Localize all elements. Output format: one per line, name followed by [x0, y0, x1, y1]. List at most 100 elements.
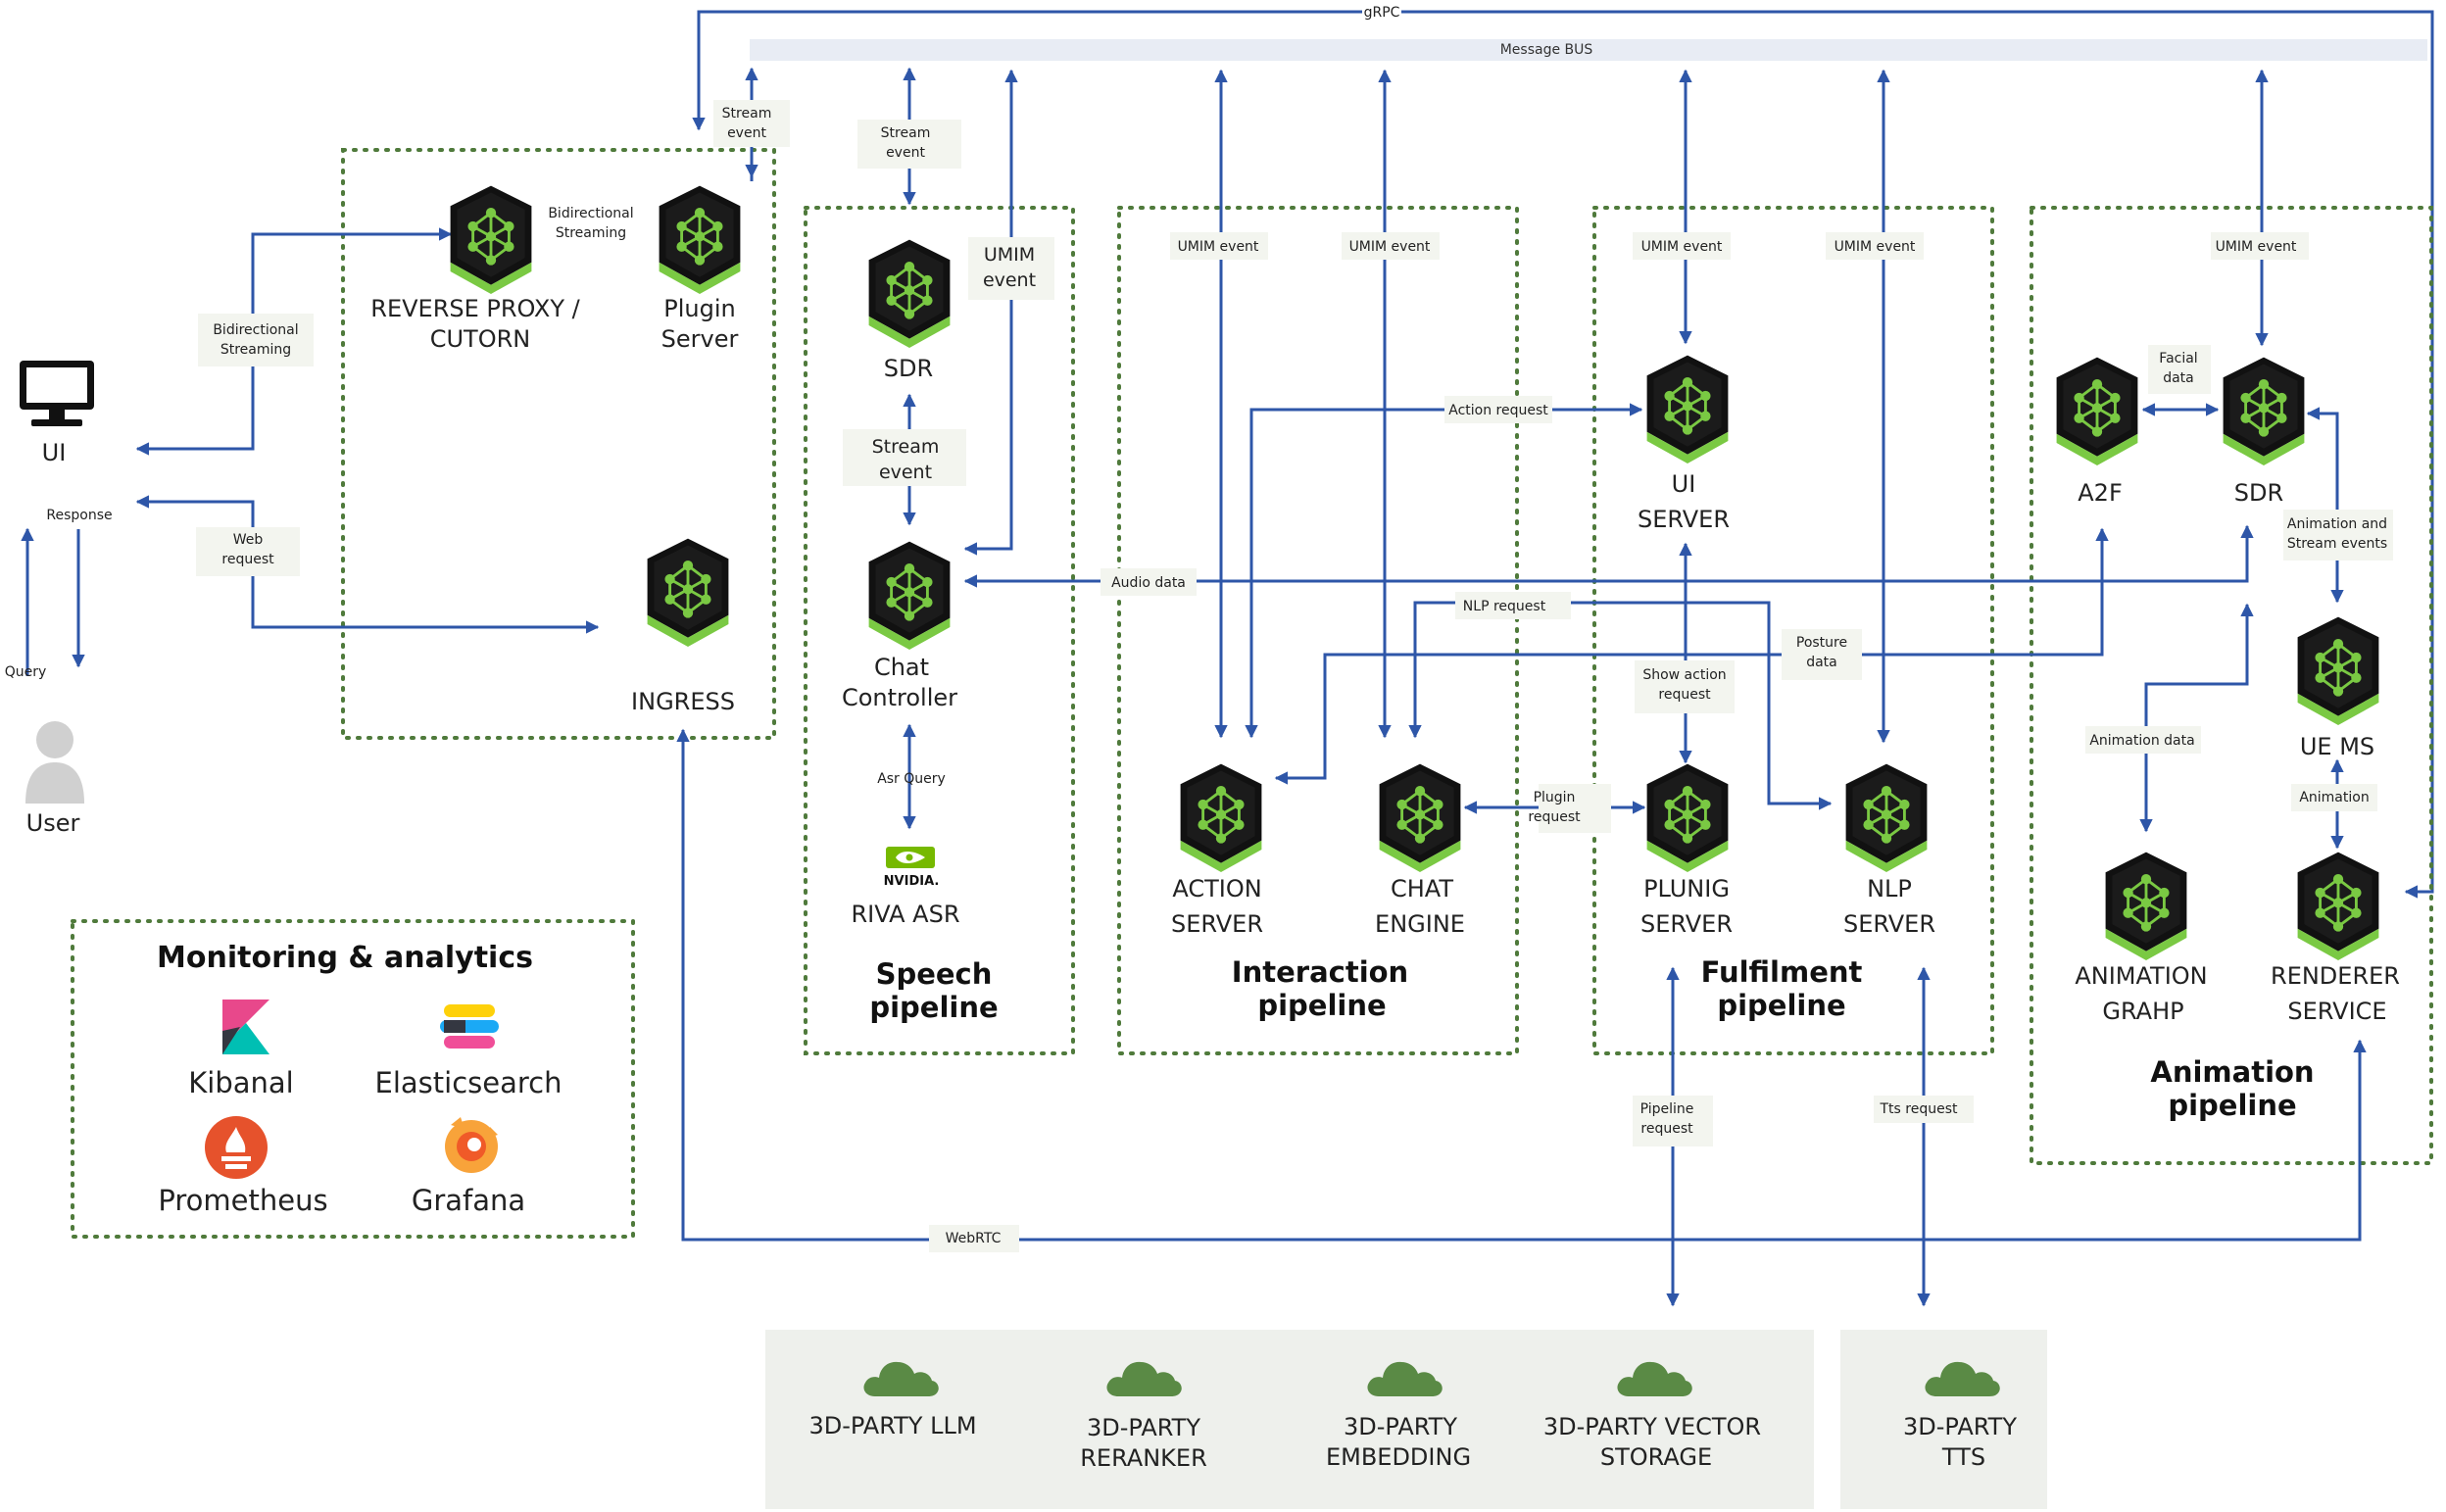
speech-title-2: pipeline	[869, 991, 998, 1024]
posture-data-label-2: data	[1806, 655, 1837, 670]
plugin-server-node-icon[interactable]	[658, 184, 742, 294]
reranker-label-2: RERANKER	[1080, 1444, 1207, 1472]
edge-animation-data	[2139, 603, 2254, 833]
third-party-panel-1	[765, 1330, 1814, 1509]
monitoring-group	[71, 919, 635, 1239]
animation-sdr-label: SDR	[2234, 479, 2283, 507]
plunig-server-label-1: PLUNIG	[1643, 875, 1730, 902]
interaction-umim-label-2: UMIM event	[1349, 239, 1431, 255]
chat-controller-label-2: Controller	[842, 684, 957, 711]
reverse-proxy-node-icon[interactable]	[449, 184, 533, 294]
speech-umim-label-2: event	[983, 269, 1036, 291]
chat-engine-label-2: ENGINE	[1375, 910, 1465, 938]
elasticsearch-label: Elasticsearch	[375, 1066, 563, 1099]
ui-label: UI	[42, 439, 67, 466]
edge-action-request	[1245, 403, 1643, 739]
llm-label: 3D-PARTY LLM	[808, 1412, 976, 1439]
plugin-server-label-2: Server	[661, 325, 739, 353]
a2f-node-icon[interactable]	[2055, 356, 2139, 465]
gateway-bidir-label-2: Streaming	[556, 225, 626, 241]
client-bidir-label-2: Streaming	[220, 342, 291, 358]
vector-storage-label-2: STORAGE	[1600, 1443, 1712, 1471]
monitoring-title: Monitoring & analytics	[157, 941, 533, 975]
nlp-server-node-icon[interactable]	[1844, 762, 1929, 872]
ue-ms-label: UE MS	[2300, 733, 2374, 760]
grafana-label: Grafana	[412, 1184, 525, 1217]
ui-server-label-2: SERVER	[1638, 506, 1730, 533]
animation-graph-label-2: GRAHP	[2102, 998, 2183, 1025]
client-bidir-label-1: Bidirectional	[213, 322, 298, 338]
edge-umim-chat-controller	[963, 69, 1018, 556]
edge-animation-stream-events	[2306, 407, 2344, 604]
webrtc-label: WebRTC	[946, 1231, 1002, 1246]
monitor-icon[interactable]	[20, 361, 94, 426]
speech-stream-label-mid-1: Stream	[872, 436, 940, 458]
ingress-label: INGRESS	[631, 688, 735, 715]
plunig-server-node-icon[interactable]	[1645, 762, 1730, 872]
fulfilment-title-1: Fulfilment	[1701, 955, 1863, 989]
interaction-title-2: pipeline	[1257, 989, 1386, 1022]
anim-stream-label-2: Stream events	[2287, 536, 2387, 552]
speech-pipeline-group	[804, 206, 1075, 1055]
nlp-request-label: NLP request	[1463, 599, 1546, 614]
animation-sdr-node-icon[interactable]	[2222, 356, 2306, 465]
gateway-stream-label-2: event	[727, 125, 766, 141]
renderer-service-label-2: SERVICE	[2287, 998, 2386, 1025]
renderer-service-node-icon[interactable]	[2296, 851, 2380, 960]
asr-query-label: Asr Query	[877, 771, 946, 787]
user-label: User	[26, 809, 80, 837]
message-bus-label: Message BUS	[1500, 42, 1593, 58]
grpc-connection: gRPC	[692, 5, 2434, 899]
chat-controller-node-icon[interactable]	[867, 540, 952, 650]
nvidia-logo-icon	[886, 847, 935, 868]
nlp-server-label-1: NLP	[1867, 875, 1912, 902]
edge-webrtc	[676, 728, 2367, 1242]
nvidia-logo-text: NVIDIA.	[884, 874, 940, 889]
elasticsearch-icon	[440, 1004, 499, 1049]
animation-graph-node-icon[interactable]	[2104, 851, 2188, 960]
speech-stream-label-top-1: Stream	[881, 125, 931, 141]
animation-graph-label-1: ANIMATION	[2075, 962, 2207, 990]
tts-label-1: 3D-PARTY	[1903, 1413, 2017, 1440]
anim-stream-label-1: Animation and	[2287, 516, 2387, 532]
action-server-label-2: SERVER	[1171, 910, 1263, 938]
grafana-icon	[445, 1117, 498, 1173]
prometheus-icon	[205, 1116, 268, 1179]
ue-ms-node-icon[interactable]	[2296, 615, 2380, 725]
ingress-node-icon[interactable]	[646, 537, 730, 647]
reverse-proxy-label-1: REVERSE PROXY /	[370, 295, 580, 322]
tts-label-2: TTS	[1941, 1443, 1985, 1471]
svg-text:REVERSE PROXY /CUTORN: REVERSE PROXY /CUTORN	[370, 295, 580, 353]
embedding-label-2: EMBEDDING	[1326, 1443, 1471, 1471]
riva-asr-label: RIVA ASR	[851, 901, 959, 928]
renderer-service-label-1: RENDERER	[2271, 962, 2400, 990]
action-server-label-1: ACTION	[1172, 875, 1261, 902]
gateway-bidir-label-1: Bidirectional	[548, 206, 633, 221]
plugin-request-label-2: request	[1528, 809, 1581, 825]
kibana-icon	[222, 1000, 269, 1054]
fulfilment-umim-label-1: UMIM event	[1641, 239, 1723, 255]
facial-data-label-1: Facial	[2159, 351, 2197, 366]
chat-engine-node-icon[interactable]	[1378, 762, 1462, 872]
edge-nlp-request	[1408, 601, 1833, 810]
ui-server-node-icon[interactable]	[1645, 354, 1730, 463]
plugin-server-label-1: Plugin	[663, 295, 735, 322]
speech-sdr-node-icon[interactable]	[867, 238, 952, 348]
action-server-node-icon[interactable]	[1179, 762, 1263, 872]
chat-controller-label-1: Chat	[874, 654, 929, 681]
kibana-label: Kibanal	[188, 1066, 293, 1099]
